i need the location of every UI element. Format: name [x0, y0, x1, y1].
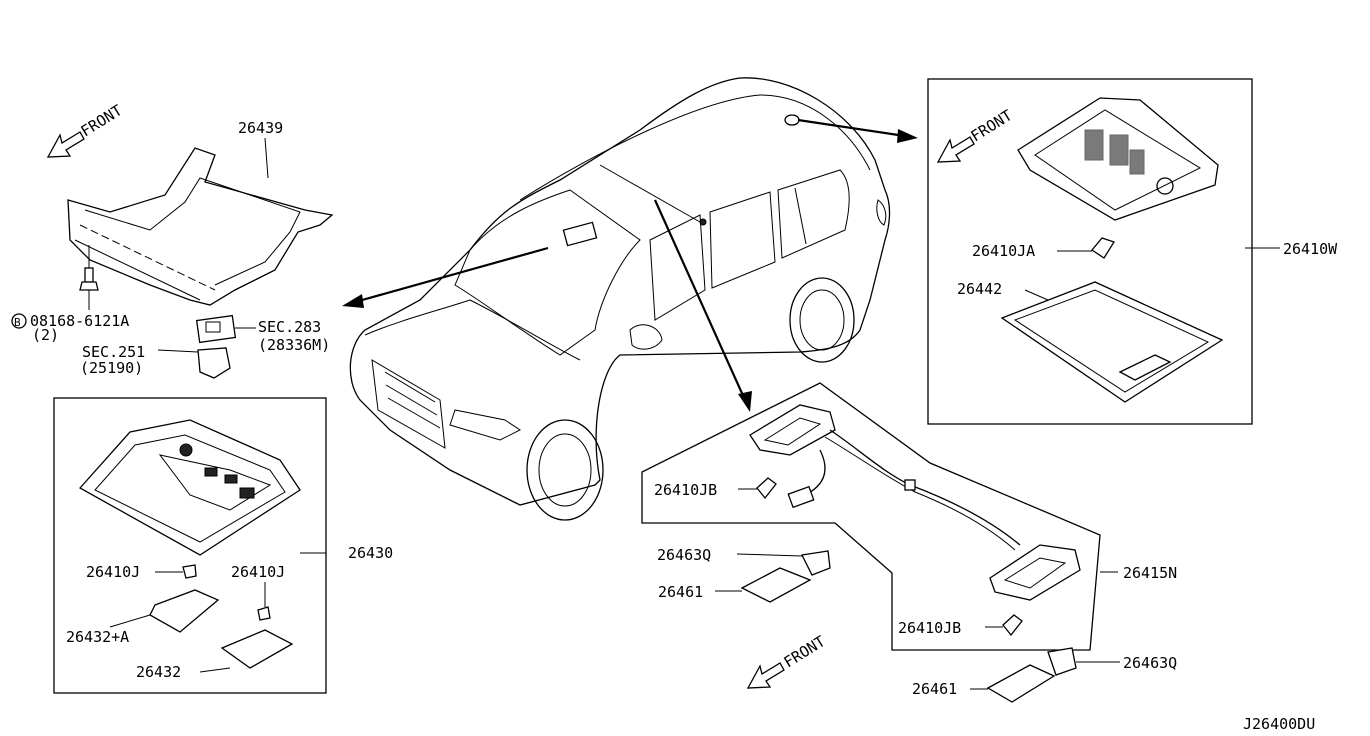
- vanity-lamp-right: [989, 544, 1081, 601]
- front-label-b: FRONT: [968, 106, 1016, 145]
- part-number-26430: 26430: [348, 544, 393, 562]
- front-indicator-b: FRONT: [936, 106, 1016, 163]
- sec283-ref: (28336M): [258, 336, 330, 354]
- sec283-label: SEC.283: [258, 318, 321, 336]
- lens-26432A: [149, 589, 220, 633]
- part-number-26439: 26439: [238, 119, 283, 137]
- part-number-26461-a: 26461: [658, 583, 703, 601]
- roof-bracket-group: FRONT 26439 B 08168-6121A (2) SEC.283 (2…: [11, 101, 334, 379]
- part-number-26415N: 26415N: [1123, 564, 1177, 582]
- sec251-label: SEC.251: [82, 343, 145, 361]
- vanity-lamp-left: [749, 404, 836, 456]
- lens-26461-a: [740, 567, 812, 603]
- vanity-lamp-group: 26410JB 26410JB 26415N 26463Q 26461 2646…: [641, 382, 1177, 703]
- sec251-ref: (25190): [80, 359, 143, 377]
- part-number-26410J-a: 26410J: [86, 563, 140, 581]
- part-number-26461-b: 26461: [912, 680, 957, 698]
- part-number-26410JA: 26410JA: [972, 242, 1035, 260]
- part-number-26410J-b: 26410J: [231, 563, 285, 581]
- map-lamp-assembly: [78, 419, 301, 556]
- part-number-26410W: 26410W: [1283, 240, 1338, 258]
- part-number-26432A: 26432+A: [66, 628, 129, 646]
- front-label-c: FRONT: [781, 632, 829, 671]
- front-label-a: FRONT: [78, 101, 126, 140]
- lens-26432: [220, 629, 294, 669]
- map-lamp-box: 26430 26410J 26410J 26432+A 26432: [53, 397, 393, 694]
- bolt-mark: B: [14, 316, 21, 329]
- bolt-part-number: 08168-6121A: [30, 312, 129, 330]
- bolt: [79, 245, 99, 291]
- part-number-26463Q-b: 26463Q: [1123, 654, 1177, 672]
- front-indicator-c: FRONT: [746, 632, 829, 689]
- roof-bracket: [67, 147, 334, 306]
- part-number-26432: 26432: [136, 663, 181, 681]
- part-number-26410JB-b: 26410JB: [898, 619, 961, 637]
- vehicle-outline: [349, 77, 891, 521]
- bolt-quantity: (2): [32, 326, 59, 344]
- room-lamp-box: FRONT 26410W 26410JA 26442: [927, 78, 1338, 425]
- diagram-id: J26400DU: [1243, 715, 1315, 733]
- lens-26461-b: [986, 664, 1056, 703]
- front-indicator-a: FRONT: [46, 101, 126, 158]
- part-number-26463Q-a: 26463Q: [657, 546, 711, 564]
- part-number-26442: 26442: [957, 280, 1002, 298]
- part-number-26410JB-a: 26410JB: [654, 481, 717, 499]
- lens-26442: [1000, 281, 1224, 403]
- leader-arrows: [342, 118, 918, 412]
